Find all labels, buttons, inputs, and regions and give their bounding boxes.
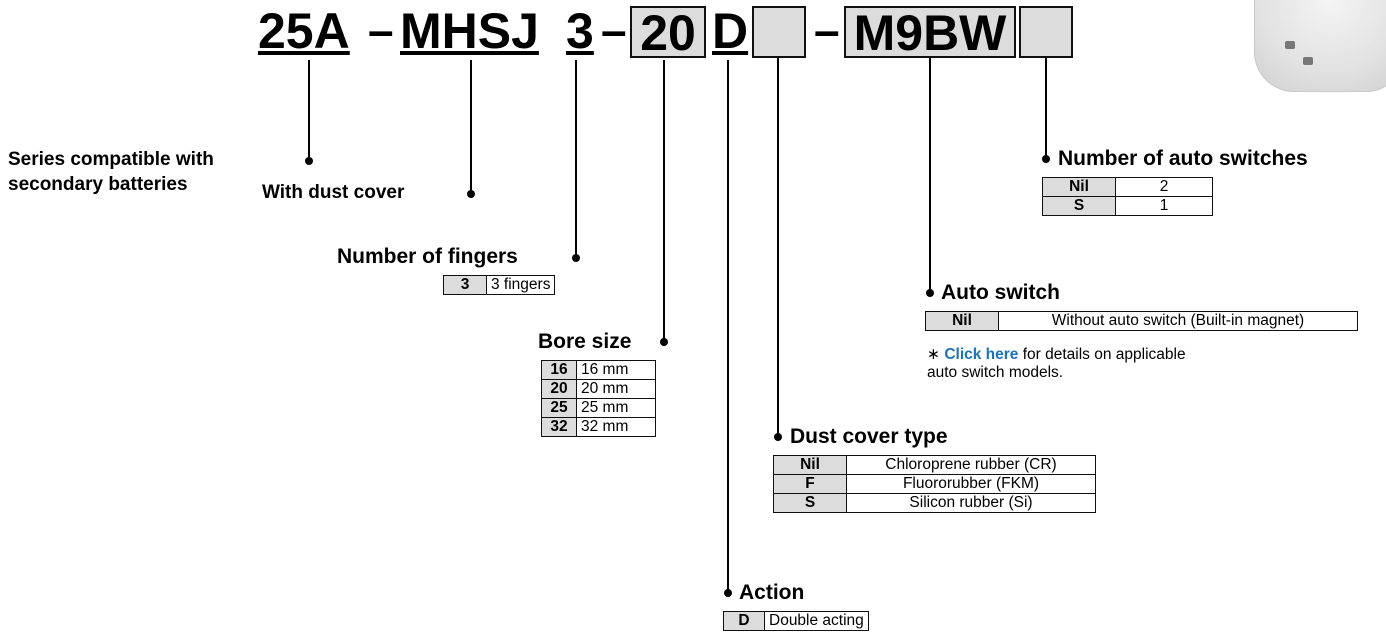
code-fingers: 3 <box>566 3 594 59</box>
leader-line-dust-cover <box>470 60 472 193</box>
switch-count-desc: 1 <box>1115 196 1213 216</box>
series-label: Series compatible with secondary batteri… <box>8 149 214 195</box>
dust-cover-type-code: Nil <box>773 455 847 475</box>
table-row: D Double acting <box>723 611 869 631</box>
switch-count-code: S <box>1042 196 1116 216</box>
bore-table: 16 16 mm 20 20 mm 25 25 mm 32 32 mm <box>541 360 656 437</box>
dust-cover-type-label: Dust cover type <box>790 425 948 448</box>
table-row: 3 3 fingers <box>443 275 556 295</box>
table-row: 20 20 mm <box>541 379 656 399</box>
code-dash-1: – <box>368 4 394 56</box>
dust-cover-label: With dust cover <box>262 182 405 203</box>
auto-switch-label: Auto switch <box>941 281 1060 304</box>
click-here-link[interactable]: Click here <box>944 346 1019 363</box>
leader-dot-dust-cover-type <box>774 433 782 441</box>
switch-count-code: Nil <box>1042 177 1116 197</box>
table-row: S Silicon rubber (Si) <box>773 493 1096 513</box>
leader-line-auto-switch <box>929 58 931 294</box>
leader-dot-fingers <box>572 254 580 262</box>
table-row: Nil Without auto switch (Built-in magnet… <box>925 311 1358 331</box>
leader-line-fingers <box>575 60 577 257</box>
leader-line-bore <box>663 60 665 341</box>
dust-cover-type-code: F <box>773 474 847 494</box>
table-row: S 1 <box>1042 196 1213 216</box>
code-dash-3: – <box>814 4 840 56</box>
code-switch-box: M9BW <box>844 6 1016 58</box>
bore-desc: 32 mm <box>576 417 656 437</box>
auto-switch-code: Nil <box>925 311 999 331</box>
leader-line-series <box>308 60 310 160</box>
switch-count-table: Nil 2 S 1 <box>1042 177 1213 216</box>
table-row: 25 25 mm <box>541 398 656 418</box>
bore-desc: 25 mm <box>576 398 656 418</box>
leader-line-switch-count <box>1045 58 1047 160</box>
leader-dot-bore <box>660 338 668 346</box>
bore-code: 20 <box>541 379 577 399</box>
bore-code: 32 <box>541 417 577 437</box>
auto-switch-table: Nil Without auto switch (Built-in magnet… <box>925 311 1358 331</box>
switch-count-desc: 2 <box>1115 177 1213 197</box>
note-text: for details on applicable auto switch mo… <box>927 346 1186 381</box>
code-switch-count-box <box>1019 6 1073 58</box>
table-row: 32 32 mm <box>541 417 656 437</box>
fingers-desc: 3 fingers <box>485 275 556 295</box>
code-dust-cover-box <box>752 6 806 58</box>
note-asterisk: ∗ <box>927 346 940 363</box>
leader-line-dust-cover-type <box>777 58 779 438</box>
code-model: MHSJ <box>400 3 539 59</box>
table-row: 16 16 mm <box>541 360 656 380</box>
action-desc: Double acting <box>764 611 869 631</box>
dust-cover-type-desc: Silicon rubber (Si) <box>846 493 1096 513</box>
code-bore-box: 20 <box>630 6 706 58</box>
leader-dot-auto-switch <box>926 289 934 297</box>
action-label: Action <box>739 581 805 604</box>
dust-cover-type-desc: Fluororubber (FKM) <box>846 474 1096 494</box>
bore-code: 16 <box>541 360 577 380</box>
leader-dot-dust-cover <box>467 190 475 198</box>
code-series: 25A <box>258 3 350 59</box>
bore-desc: 20 mm <box>576 379 656 399</box>
leader-dot-action <box>724 589 732 597</box>
bore-desc: 16 mm <box>576 360 656 380</box>
table-row: F Fluororubber (FKM) <box>773 474 1096 494</box>
product-photo <box>1254 0 1386 92</box>
fingers-label: Number of fingers <box>337 245 518 268</box>
fingers-code: 3 <box>443 275 487 295</box>
leader-dot-switch-count <box>1042 155 1050 163</box>
action-code: D <box>723 611 765 631</box>
dust-cover-type-code: S <box>773 493 847 513</box>
auto-switch-desc: Without auto switch (Built-in magnet) <box>998 311 1358 331</box>
bore-code: 25 <box>541 398 577 418</box>
leader-dot-series <box>305 157 313 165</box>
code-action: D <box>712 3 749 59</box>
bore-label: Bore size <box>538 330 632 353</box>
table-row: Nil 2 <box>1042 177 1213 197</box>
switch-count-label: Number of auto switches <box>1058 147 1308 170</box>
auto-switch-note: ∗ Click here for details on applicable a… <box>927 346 1187 382</box>
table-row: Nil Chloroprene rubber (CR) <box>773 455 1096 475</box>
fingers-table: 3 3 fingers <box>443 275 556 295</box>
dust-cover-type-desc: Chloroprene rubber (CR) <box>846 455 1096 475</box>
leader-line-action <box>727 60 729 594</box>
code-dash-2: – <box>601 4 627 56</box>
action-table: D Double acting <box>723 611 869 631</box>
dust-cover-type-table: Nil Chloroprene rubber (CR) F Fluororubb… <box>773 455 1096 513</box>
